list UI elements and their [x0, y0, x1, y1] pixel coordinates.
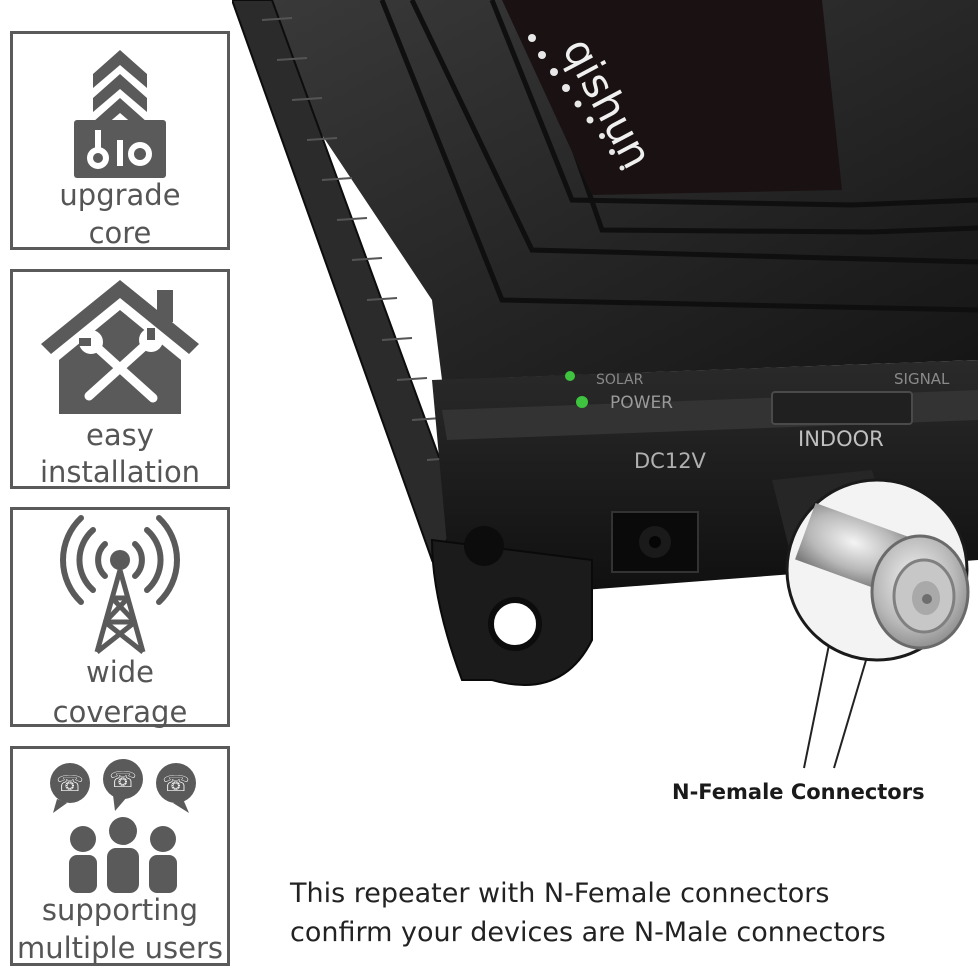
feature-panel-upgrade-core: upgrade core: [10, 31, 230, 250]
feature-label-line2: multiple users: [16, 931, 223, 965]
feature-panel-wide-coverage: wide coverage: [10, 507, 230, 729]
power-label: POWER: [610, 393, 673, 413]
svg-text:☏: ☏: [56, 772, 84, 797]
feature-label-line1: upgrade: [59, 178, 181, 212]
connector-note: This repeater with N-Female connectors c…: [290, 874, 886, 952]
indoor-port-label: INDOOR: [798, 427, 884, 451]
feature-label-line1: easy: [86, 418, 154, 452]
connector-callout: [785, 478, 970, 769]
signal-tower-icon: [13, 514, 227, 656]
led-label-top: SOLAR: [596, 372, 644, 388]
feature-label-line2: installation: [39, 455, 201, 489]
repeater-device-photo: qishun SOLAR POWER SIGNAL DC12V INDOOR: [230, 0, 978, 870]
svg-text:☏: ☏: [162, 772, 190, 797]
dc-port-label: DC12V: [634, 449, 707, 473]
note-line-1: This repeater with N-Female connectors: [290, 878, 830, 909]
feature-label-line2: coverage: [52, 695, 188, 729]
upgrade-core-icon: [13, 40, 227, 180]
feature-label-line1: supporting: [41, 893, 199, 927]
feature-panel-easy-installation: easy installation: [10, 269, 230, 489]
users-phones-icon: ☏ ☏ ☏: [13, 753, 227, 893]
house-tools-icon: [13, 276, 227, 416]
signal-label: SIGNAL: [894, 370, 950, 388]
feature-panel-multiple-users: ☏ ☏ ☏ supporting multiple users: [10, 746, 230, 966]
n-female-connectors-label: N-Female Connectors: [672, 780, 925, 804]
feature-label-line1: wide: [85, 655, 155, 689]
mounting-hole: [488, 597, 542, 651]
feature-label-line2: core: [88, 216, 152, 250]
svg-text:☏: ☏: [109, 768, 137, 793]
note-line-2: confirm your devices are N-Male connecto…: [290, 917, 886, 948]
led-indicator: [565, 371, 575, 381]
power-led: [576, 396, 588, 408]
